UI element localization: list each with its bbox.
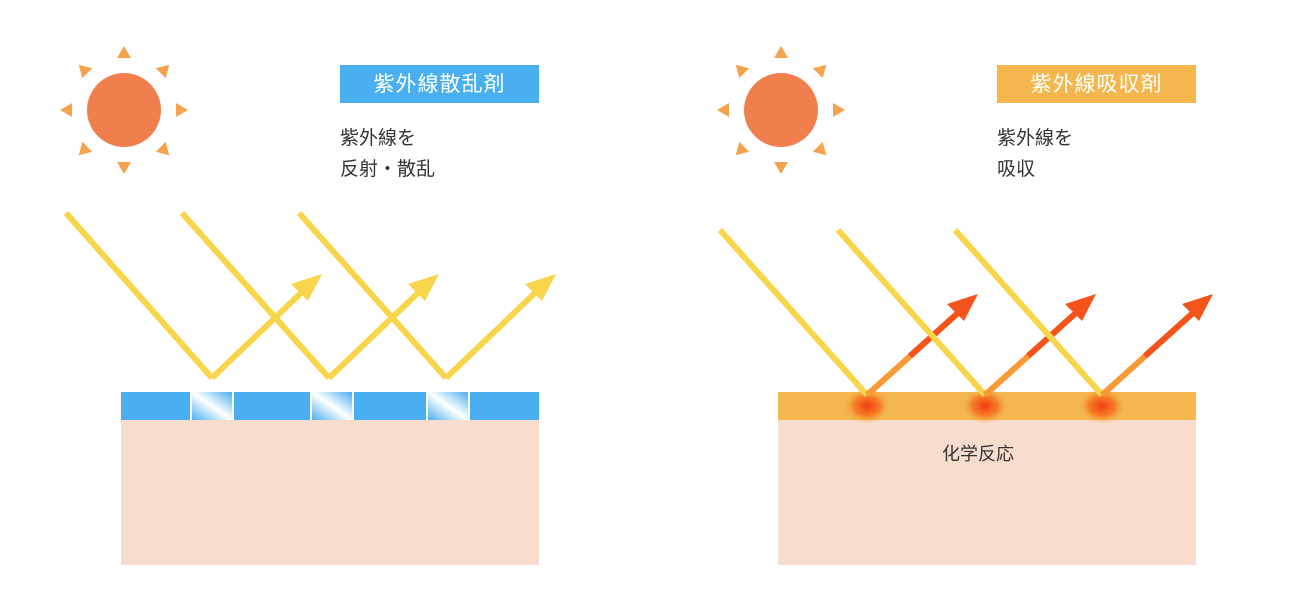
scattering-layer: [121, 392, 539, 420]
skin-layer: [778, 420, 1196, 565]
sun-body: [744, 73, 818, 147]
left-panel: [60, 46, 556, 565]
sun-icon: [60, 46, 188, 174]
uv-ray-arrow: [835, 228, 1096, 398]
sun-body: [87, 73, 161, 147]
sun-icon: [717, 46, 845, 174]
skin-layer: [121, 420, 539, 565]
absorbing-description: 紫外線を 吸収: [997, 123, 1073, 185]
right-panel: [717, 46, 1213, 565]
reflected-uv-rays: [63, 211, 556, 381]
scattering-description-line-2: 反射・散乱: [340, 158, 436, 180]
chemical-reaction-label: 化学反応: [942, 444, 1014, 465]
uv-ray-arrow: [179, 211, 439, 381]
absorbed-uv-rays: [717, 228, 1213, 398]
sun-rays: [717, 46, 845, 174]
absorbing-description-line-1: 紫外線を: [997, 127, 1074, 149]
uv-ray-arrow: [717, 228, 978, 398]
scattering-description: 紫外線を 反射・散乱: [340, 123, 435, 185]
reaction-spot: [1078, 388, 1126, 424]
uv-ray-arrow: [296, 211, 556, 381]
reaction-spot: [843, 388, 891, 424]
uv-ray-arrow: [952, 228, 1213, 398]
scattering-description-line-1: 紫外線を: [340, 127, 417, 149]
absorbing-description-line-2: 吸収: [997, 158, 1036, 180]
scattering-agent-label: 紫外線散乱剤: [340, 65, 539, 103]
reaction-spot: [961, 388, 1009, 424]
uv-ray-arrow: [63, 211, 322, 381]
absorbing-agent-label: 紫外線吸収剤: [997, 65, 1196, 103]
sun-rays: [60, 46, 188, 174]
